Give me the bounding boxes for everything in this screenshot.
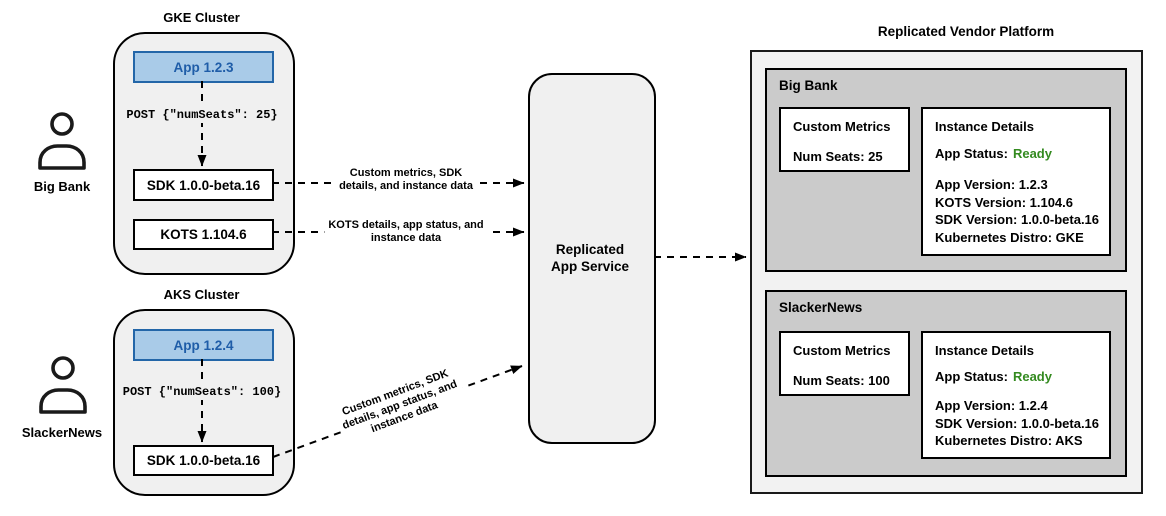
status-label: App Status: (935, 146, 1008, 161)
service-label-line: App Service (550, 259, 630, 274)
detail-row: SDK Version: 1.0.0-beta.16 (935, 212, 1100, 227)
card-title: Instance Details (935, 119, 1034, 134)
tenant-name: Big Bank (779, 78, 838, 93)
metrics-value: Num Seats: 25 (793, 149, 883, 164)
card-title: Instance Details (935, 343, 1034, 358)
card-title: Custom Metrics (793, 343, 891, 358)
user-name-slackernews: SlackerNews (21, 425, 103, 440)
edge-label-sdk-to-service: Custom metrics, SDK details, and instanc… (335, 165, 477, 195)
user-name-big-bank: Big Bank (33, 179, 91, 194)
gke-cluster-title: GKE Cluster (163, 10, 240, 25)
detail-row: Kubernetes Distro: AKS (935, 433, 1083, 448)
detail-row: KOTS Version: 1.104.6 (935, 194, 1074, 210)
user-icon (38, 112, 86, 170)
sdk-node-aks: SDK 1.0.0-beta.16 (133, 445, 274, 476)
status-badge: Ready (1012, 369, 1052, 384)
metrics-value: Num Seats: 100 (793, 373, 890, 388)
app-status-line: App Status: Ready (935, 369, 1109, 384)
custom-metrics-card: Custom Metrics Num Seats: 100 (779, 331, 910, 396)
replicated-app-service-box (528, 73, 656, 444)
edge-label-line: instance data (370, 232, 442, 244)
instance-detail-rows: App Version: 1.2.3 KOTS Version: 1.104.6… (935, 176, 1109, 246)
detail-row: SDK Version: 1.0.0-beta.16 (935, 415, 1100, 431)
detail-row: App Version: 1.2.3 (935, 177, 1048, 192)
kots-node-gke: KOTS 1.104.6 (133, 219, 274, 250)
status-label: App Status: (935, 369, 1008, 384)
instance-detail-rows: App Version: 1.2.4 SDK Version: 1.0.0-be… (935, 397, 1109, 450)
replicated-app-service-label: Replicated App Service (528, 241, 652, 275)
app-node-aks: App 1.2.4 (133, 329, 274, 361)
service-label-line: Replicated (555, 242, 625, 257)
user-icon (39, 356, 87, 414)
detail-row: App Version: 1.2.4 (935, 398, 1048, 413)
aks-cluster-title: AKS Cluster (163, 287, 240, 302)
app-node-gke: App 1.2.3 (133, 51, 274, 83)
platform-title: Replicated Vendor Platform (877, 24, 1055, 39)
tenant-name: SlackerNews (779, 300, 863, 315)
card-title: Custom Metrics (793, 119, 891, 134)
edge-label-kots-to-service: KOTS details, app status, and instance d… (324, 217, 488, 247)
instance-details-card: Instance Details App Status: Ready App Ve… (921, 331, 1111, 459)
edge-label-line: details, and instance data (339, 180, 473, 192)
post-numseats-label: POST {"numSeats": 100} (119, 384, 285, 400)
detail-row: Kubernetes Distro: GKE (935, 229, 1084, 245)
app-status-line: App Status: Ready (935, 146, 1109, 161)
edge-label-line: KOTS details, app status, and (328, 219, 484, 231)
status-badge: Ready (1012, 146, 1052, 161)
edge-label-line: Custom metrics, SDK (349, 167, 463, 179)
sdk-node-gke: SDK 1.0.0-beta.16 (133, 169, 274, 201)
custom-metrics-card: Custom Metrics Num Seats: 25 (779, 107, 910, 172)
instance-details-card: Instance Details App Status: Ready App Ve… (921, 107, 1111, 256)
edge-label-sdk2-to-service: Custom metrics, SDK details, app status,… (331, 362, 469, 449)
post-numseats-label: POST {"numSeats": 25} (123, 107, 281, 123)
